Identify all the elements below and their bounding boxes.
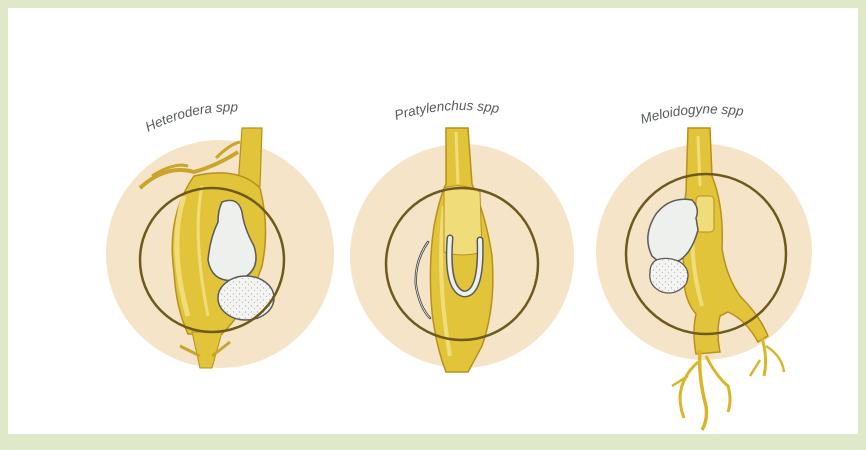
panel-label-heterodera: Heterodera spp bbox=[143, 99, 239, 134]
panel-meloidogyne: Meloidogyne spp bbox=[596, 101, 812, 430]
panel-pratylenchus: Pratylenchus spp bbox=[350, 98, 574, 372]
panel-label-meloidogyne: Meloidogyne spp bbox=[639, 101, 745, 126]
panel-label-heterodera-text: Heterodera spp bbox=[143, 99, 239, 134]
panel-label-pratylenchus-text: Pratylenchus spp bbox=[393, 98, 501, 123]
panel-label-meloidogyne-text: Meloidogyne spp bbox=[639, 101, 745, 126]
panel-heterodera: Heterodera spp bbox=[106, 99, 334, 368]
panel-label-pratylenchus: Pratylenchus spp bbox=[393, 98, 501, 123]
illustration-frame: Heterodera spp Pratylenchus bbox=[8, 8, 858, 434]
nematode-types-diagram: Heterodera spp Pratylenchus bbox=[8, 8, 866, 450]
